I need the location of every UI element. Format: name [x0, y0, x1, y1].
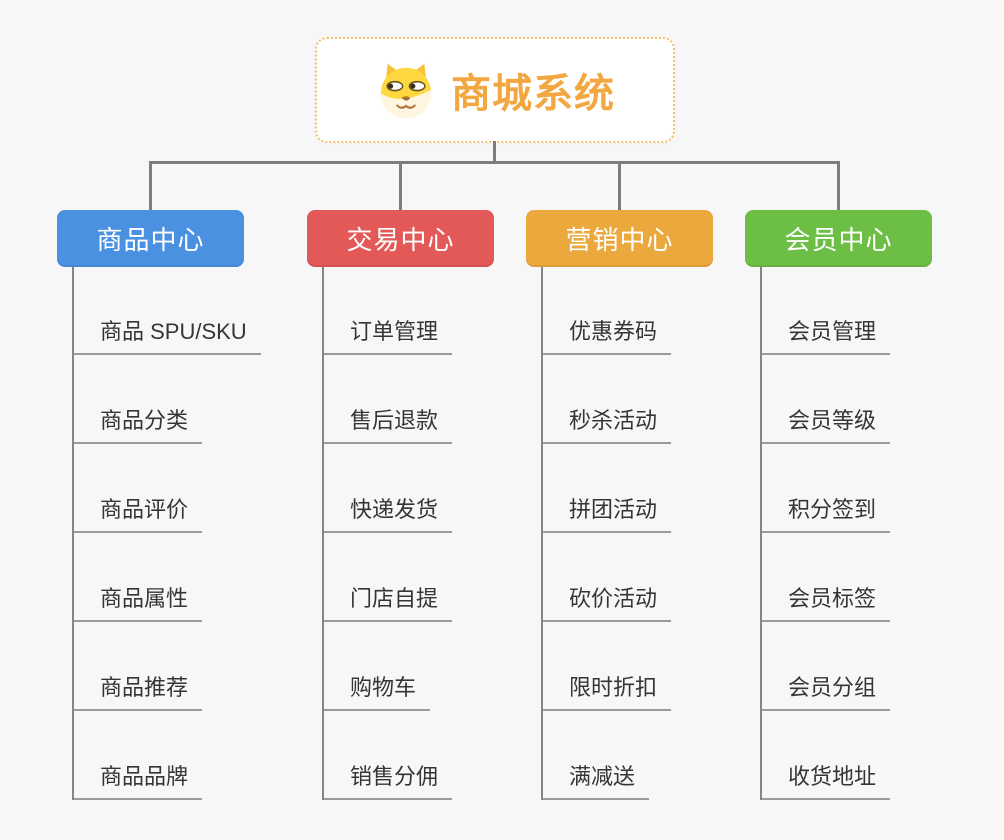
- connector-drop: [618, 161, 621, 210]
- leaf-topic[interactable]: 商品 SPU/SKU: [74, 317, 261, 355]
- connector-drop: [149, 161, 152, 210]
- branch-label: 会员中心: [784, 225, 893, 255]
- connector-horizontal: [149, 161, 840, 164]
- branch-label: 商品中心: [96, 225, 205, 255]
- branch-product-children: 商品 SPU/SKU 商品分类 商品评价 商品属性 商品推荐 商品品牌: [72, 267, 261, 800]
- leaf-topic[interactable]: 满减送: [543, 762, 650, 800]
- leaf-topic[interactable]: 商品推荐: [74, 673, 203, 711]
- leaf-topic[interactable]: 会员分组: [762, 673, 891, 711]
- leaf-topic[interactable]: 会员管理: [762, 317, 891, 355]
- leaf-topic[interactable]: 优惠券码: [543, 317, 672, 355]
- branch-product-center[interactable]: 商品中心: [57, 210, 244, 267]
- leaf-topic[interactable]: 订单管理: [324, 317, 453, 355]
- leaf-topic[interactable]: 商品属性: [74, 584, 203, 622]
- dog-face-icon: [380, 63, 432, 119]
- branch-member-children: 会员管理 会员等级 积分签到 会员标签 会员分组 收货地址: [760, 267, 891, 800]
- root-topic-title: 商城系统: [451, 72, 615, 116]
- leaf-topic[interactable]: 快递发货: [324, 495, 453, 533]
- leaf-topic[interactable]: 商品品牌: [74, 762, 203, 800]
- branch-trade-center[interactable]: 交易中心: [307, 210, 494, 267]
- leaf-topic[interactable]: 销售分佣: [324, 762, 453, 800]
- connector-root-stem: [493, 141, 496, 162]
- leaf-topic[interactable]: 限时折扣: [543, 673, 672, 711]
- branch-label: 营销中心: [565, 225, 674, 255]
- leaf-topic[interactable]: 售后退款: [324, 406, 453, 444]
- leaf-topic[interactable]: 会员等级: [762, 406, 891, 444]
- branch-marketing-children: 优惠券码 秒杀活动 拼团活动 砍价活动 限时折扣 满减送: [541, 267, 672, 800]
- branch-member-center[interactable]: 会员中心: [745, 210, 932, 267]
- leaf-topic[interactable]: 购物车: [324, 673, 431, 711]
- leaf-topic[interactable]: 秒杀活动: [543, 406, 672, 444]
- leaf-topic[interactable]: 商品评价: [74, 495, 203, 533]
- leaf-topic[interactable]: 拼团活动: [543, 495, 672, 533]
- leaf-topic[interactable]: 门店自提: [324, 584, 453, 622]
- leaf-topic[interactable]: 砍价活动: [543, 584, 672, 622]
- branch-trade-children: 订单管理 售后退款 快递发货 门店自提 购物车 销售分佣: [322, 267, 453, 800]
- leaf-topic[interactable]: 收货地址: [762, 762, 891, 800]
- branch-label: 交易中心: [346, 225, 455, 255]
- leaf-topic[interactable]: 商品分类: [74, 406, 203, 444]
- branch-marketing-center[interactable]: 营销中心: [526, 210, 713, 267]
- connector-drop: [399, 161, 402, 210]
- leaf-topic[interactable]: 会员标签: [762, 584, 891, 622]
- root-topic[interactable]: 商城系统: [315, 37, 675, 143]
- connector-drop: [837, 161, 840, 210]
- leaf-topic[interactable]: 积分签到: [762, 495, 891, 533]
